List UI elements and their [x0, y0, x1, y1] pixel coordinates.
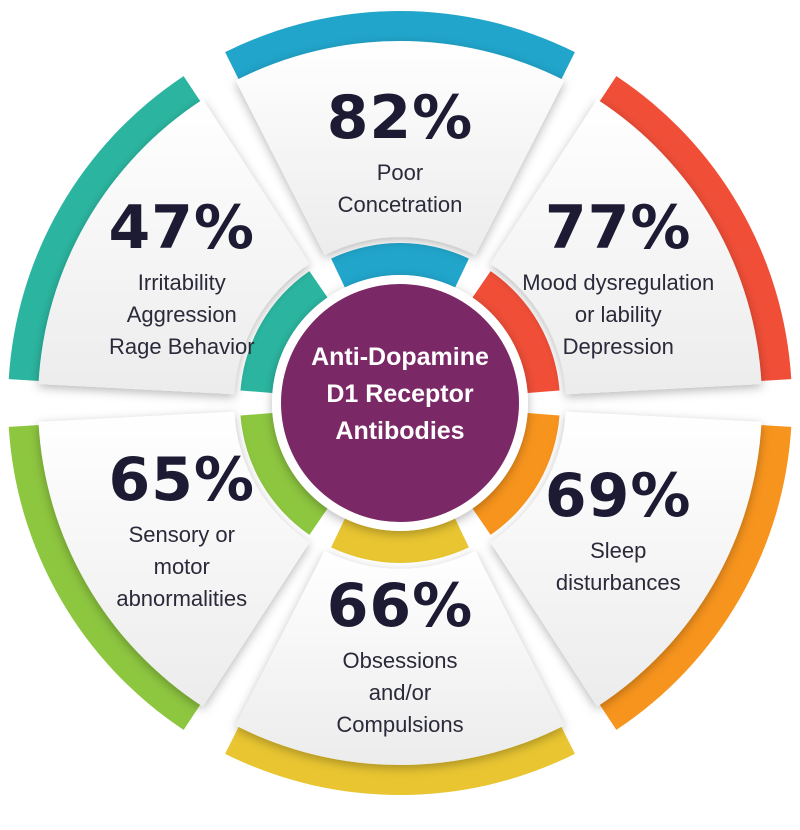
segment-label-bottom-left-line-3: abnormalities	[116, 586, 247, 611]
segment-label-top-left-line-3: Rage Behavior	[109, 334, 255, 359]
segment-label-bottom-line-3: Compulsions	[336, 712, 463, 737]
segment-card-top	[235, 40, 565, 256]
segment-percent-top-left: 47%	[108, 193, 255, 263]
segment-label-top-left-line-2: Aggression	[127, 302, 237, 327]
segment-inner-wedge-top	[331, 243, 469, 288]
segment-percent-bottom-left: 65%	[108, 445, 255, 515]
segment-label-top-right-line-2: or lability	[575, 302, 662, 327]
segment-label-bottom-left-line-1: Sensory or	[129, 522, 235, 547]
center-title-line-3: Antibodies	[335, 417, 464, 445]
segment-inner-wedge-top-right	[472, 271, 560, 393]
segment-label-bottom-line-2: and/or	[369, 680, 431, 705]
segment-card-bottom-right	[490, 411, 762, 707]
center-circle	[281, 284, 519, 522]
segment-percent-top: 82%	[327, 83, 474, 153]
segment-cards-layer	[38, 40, 762, 765]
segment-inner-wedge-bottom-left	[240, 413, 328, 535]
segment-card-bottom-left	[38, 411, 310, 707]
segment-label-bottom-left-line-2: motor	[154, 554, 210, 579]
segment-label-bottom-line-1: Obsessions	[343, 648, 458, 673]
segment-color-band-bottom	[225, 720, 575, 795]
segment-card-bottom	[235, 550, 565, 765]
segment-inner-wedge-top-left	[240, 271, 328, 393]
segment-percent-bottom: 66%	[327, 571, 474, 641]
segment-percent-bottom-right: 69%	[545, 461, 692, 531]
segment-inner-wedge-bottom	[331, 518, 469, 563]
segment-label-top-right-line-3: Depression	[563, 334, 674, 359]
segment-label-top-line-2: Concetration	[338, 192, 463, 217]
segment-label-bottom-right-line-1: Sleep	[590, 538, 646, 563]
segment-label-bottom-right-line-2: disturbances	[556, 570, 681, 595]
center-title-line-1: Anti-Dopamine	[311, 343, 489, 371]
segment-percent-top-right: 77%	[545, 193, 692, 263]
center-hub: Anti-Dopamine D1 Receptor Antibodies	[272, 275, 528, 531]
segment-card-top-right	[490, 99, 762, 395]
segment-inner-wedge-bottom-right	[472, 413, 560, 535]
segment-label-top-right-line-1: Mood dysregulation	[522, 270, 714, 295]
segment-label-top-left-line-1: Irritability	[138, 270, 226, 295]
segment-card-top-left	[38, 99, 310, 395]
segment-color-band-top	[225, 10, 575, 86]
segment-label-top-line-1: Poor	[377, 160, 423, 185]
center-title-line-2: D1 Receptor	[326, 380, 474, 408]
